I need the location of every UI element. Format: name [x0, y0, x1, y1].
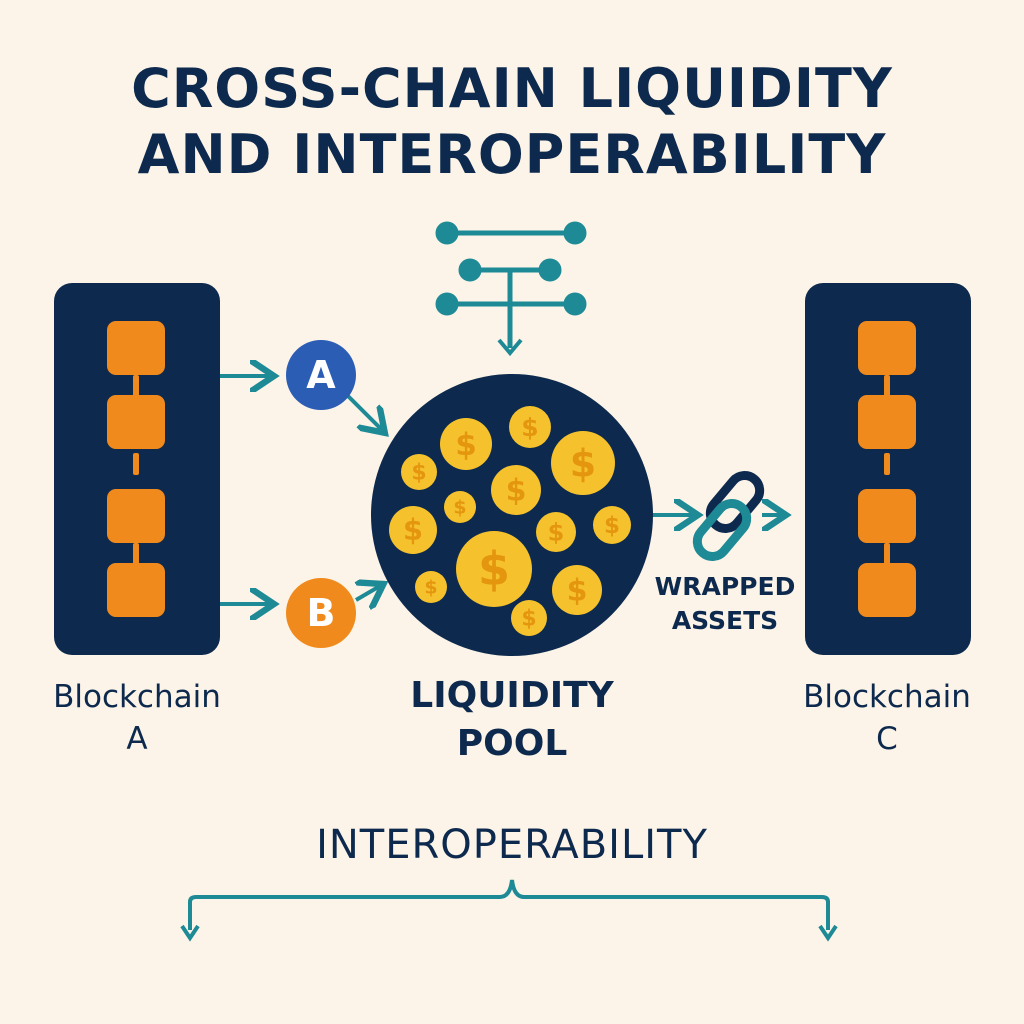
dollar-coin-icon: $ — [401, 454, 437, 490]
svg-text:$: $ — [453, 497, 466, 519]
blockchain-c-column — [805, 283, 971, 655]
liquidity-pool-label-line-2: POOL — [456, 723, 568, 764]
block-link — [884, 375, 890, 397]
blockchain-a-label-line-2: A — [126, 721, 148, 757]
block-link — [133, 453, 139, 475]
dollar-coin-icon: $ — [509, 406, 551, 448]
dollar-coin-icon: $ — [389, 506, 437, 554]
liquidity-pool-label-line-1: LIQUIDITY — [410, 675, 614, 716]
svg-text:$: $ — [403, 513, 423, 547]
blockchain-a-column — [54, 283, 220, 655]
dollar-coin-icon: $ — [536, 512, 576, 552]
blockchain-c-label: Blockchain C — [767, 676, 1007, 760]
interoperability-label: INTEROPERABILITY — [316, 822, 708, 868]
arrow-token-a-to-pool — [346, 394, 382, 430]
svg-text:$: $ — [506, 474, 527, 509]
dollar-coin-icon: $ — [440, 418, 492, 470]
block — [858, 395, 916, 449]
blockchain-c-label-line-1: Blockchain — [803, 679, 971, 715]
block — [107, 489, 165, 543]
svg-text:$: $ — [521, 413, 538, 442]
svg-text:$: $ — [604, 513, 620, 539]
dollar-coin-icon: $ — [444, 491, 476, 523]
block — [107, 321, 165, 375]
dollar-coin-icon: $ — [551, 431, 615, 495]
dollar-coin-icon: $ — [552, 565, 602, 615]
svg-text:$: $ — [567, 574, 588, 609]
block-link — [133, 543, 139, 565]
network-connector-icon — [435, 221, 587, 357]
dollar-coin-icon: $ — [511, 600, 547, 636]
token-a-badge: A — [286, 340, 356, 410]
blockchain-a-label-line-1: Blockchain — [53, 679, 221, 715]
block — [107, 395, 165, 449]
block-link — [884, 543, 890, 565]
token-b-badge: B — [286, 578, 356, 648]
svg-text:$: $ — [455, 427, 477, 463]
block — [107, 563, 165, 617]
title-line-1: CROSS-CHAIN LIQUIDITY — [131, 57, 893, 120]
dollar-coin-icon: $ — [456, 531, 532, 607]
svg-text:$: $ — [424, 577, 437, 599]
dollar-coin-icon: $ — [415, 571, 447, 603]
svg-text:$: $ — [548, 518, 565, 546]
block — [858, 321, 916, 375]
wrapped-assets-label-line-1: WRAPPED — [654, 572, 796, 601]
dollar-coin-icon: $ — [593, 506, 631, 544]
block — [858, 563, 916, 617]
blockchain-c-label-line-2: C — [876, 721, 898, 757]
chain-link-icon — [692, 471, 765, 561]
svg-text:$: $ — [521, 607, 536, 632]
block-link — [884, 453, 890, 475]
svg-text:$: $ — [570, 441, 596, 485]
block-link — [133, 375, 139, 397]
coin-group: $$$$$$$$$$$$$ — [389, 406, 631, 636]
wrapped-assets-label-line-2: ASSETS — [671, 606, 779, 635]
svg-text:$: $ — [411, 461, 426, 486]
svg-text:$: $ — [478, 542, 510, 596]
arrow-token-b-to-pool — [356, 586, 380, 600]
title-line-2: AND INTEROPERABILITY — [137, 123, 887, 186]
interoperability-bracket — [180, 879, 838, 942]
wrapped-assets-label: WRAPPED ASSETS — [640, 570, 810, 638]
dollar-coin-icon: $ — [491, 465, 541, 515]
block — [858, 489, 916, 543]
liquidity-pool-label: LIQUIDITY POOL — [362, 672, 662, 768]
blockchain-a-label: Blockchain A — [17, 676, 257, 760]
